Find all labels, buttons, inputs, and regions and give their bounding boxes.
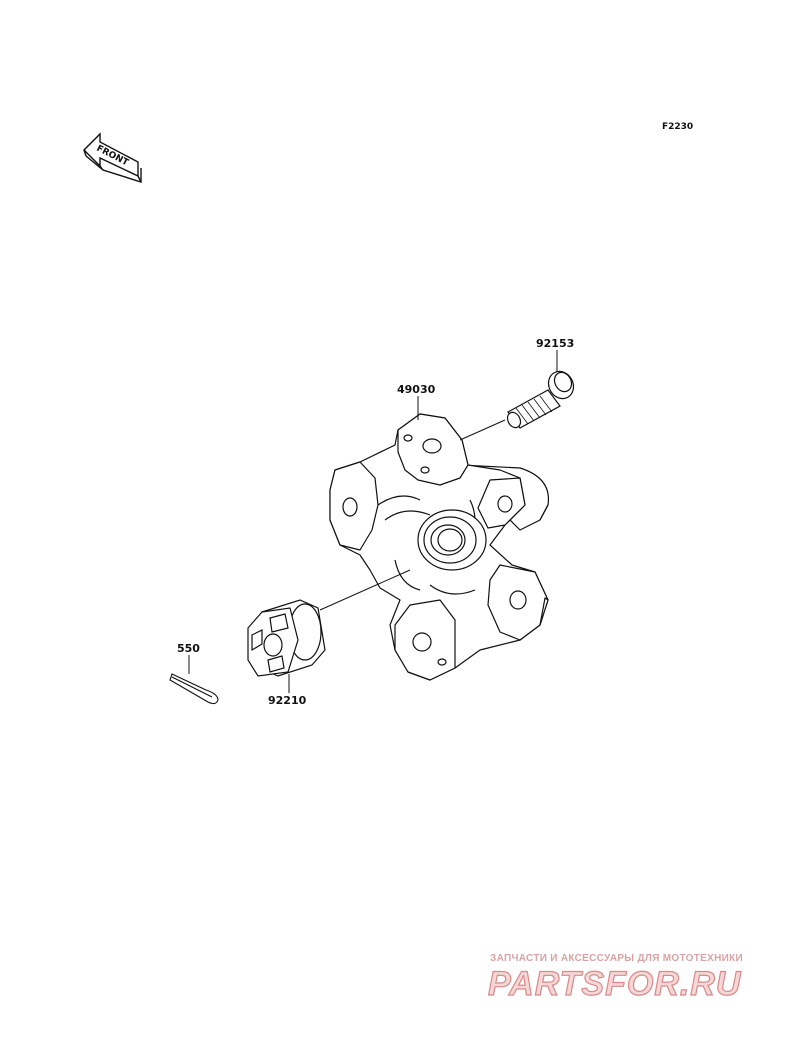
hub-part <box>329 413 550 681</box>
cotter-pin-part <box>169 673 219 705</box>
part-number-49030: 49030 <box>397 383 436 396</box>
watermark-logo: PARTSFOR.RU <box>487 964 742 1003</box>
castle-nut-part <box>247 599 326 677</box>
watermark-tagline: ЗАПЧАСТИ И АКСЕССУАРЫ ДЛЯ МОТОТЕХНИКИ <box>490 953 743 964</box>
stud-bolt-part <box>506 370 575 429</box>
part-number-92210: 92210 <box>268 694 307 707</box>
diagram-code: F2230 <box>662 122 693 132</box>
part-number-92153: 92153 <box>536 337 574 350</box>
part-number-550: 550 <box>177 642 200 655</box>
leader-lines <box>188 350 558 693</box>
front-arrow-icon <box>83 132 142 183</box>
